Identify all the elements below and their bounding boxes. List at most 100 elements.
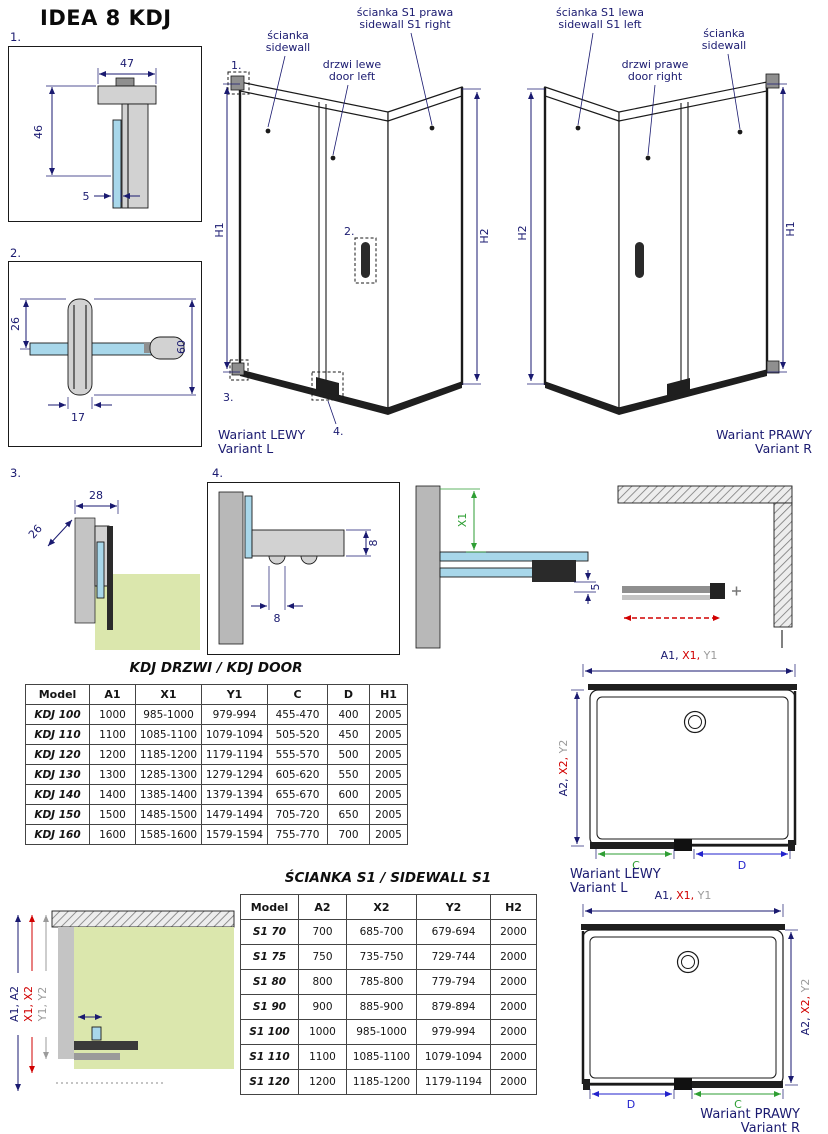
wall [218, 491, 244, 645]
variant-right-caption-2: Variant R [755, 441, 812, 456]
value-cell: 685-700 [346, 919, 417, 945]
bottom-rail [251, 529, 345, 557]
model-cell: S1 100 [240, 1019, 299, 1045]
shower-tray [589, 689, 796, 847]
svg-text:sidewall: sidewall [266, 41, 310, 54]
dim-60: 60 [175, 340, 188, 354]
dim-46: 46 [32, 125, 45, 139]
value-cell: 2000 [490, 1069, 537, 1095]
model-cell: KDJ 100 [25, 704, 90, 725]
glass-edge [91, 1026, 102, 1041]
variant-left-caption-1: Wariant LEWY [218, 427, 306, 442]
dim-5: 5 [589, 584, 602, 591]
glass-panel [244, 495, 253, 559]
leader-labels-right: ścianka S1 lewa sidewall S1 left drzwi p… [556, 6, 746, 161]
door-handle [635, 242, 644, 278]
profile-bar-dark [74, 1041, 138, 1050]
value-cell: 985-1000 [135, 704, 202, 725]
value-cell: 400 [327, 704, 370, 725]
dim-h1: H1 [784, 221, 797, 236]
value-cell: 1400 [89, 784, 136, 805]
wall [415, 485, 441, 649]
detail-2-dimensions: 26 17 60 [9, 298, 196, 424]
iso-variant-right: ścianka S1 lewa sidewall S1 left drzwi p… [516, 6, 812, 456]
value-cell: 779-794 [416, 969, 491, 995]
detail-2-box: 26 17 60 [8, 261, 202, 447]
value-cell: 1000 [89, 704, 136, 725]
variant-left-caption-2: Variant L [218, 441, 273, 456]
value-cell: 979-994 [201, 704, 268, 725]
wall-profile-top [230, 75, 245, 91]
variant-right-caption-1: Wariant PRAWY [716, 427, 812, 442]
axis-dimension-x: X1, X2 [22, 915, 36, 1073]
detail-2-geometry [29, 298, 185, 396]
wall-strip [58, 927, 74, 1059]
drain [676, 950, 700, 974]
tray-left [588, 684, 797, 851]
value-cell: 1285-1300 [135, 764, 202, 785]
axis-label-x1-x2: X1, X2 [22, 986, 35, 1022]
value-cell: 729-744 [416, 944, 491, 970]
value-cell: 2000 [490, 1044, 537, 1070]
col-header: Model [25, 684, 90, 705]
model-cell: S1 80 [240, 969, 299, 995]
value-cell: 755-770 [267, 824, 328, 845]
dim-28: 28 [89, 489, 103, 502]
model-cell: S1 90 [240, 994, 299, 1020]
glass-bar-light [622, 595, 710, 600]
dim-h1: H1 [213, 222, 226, 237]
callout-1: 1. [231, 59, 242, 72]
slider-guide [667, 378, 690, 397]
label-sidewall-s1-right: ścianka S1 prawa [357, 6, 453, 19]
value-cell: 1279-1294 [201, 764, 268, 785]
profile-bar-light [74, 1053, 120, 1060]
value-cell: 455-470 [267, 704, 328, 725]
detail-5-dimensions: X1 5 [440, 488, 602, 604]
detail-4-drawing: 8 8 [218, 491, 380, 645]
cd-dimensions-left: C D [595, 849, 791, 872]
detail-6-geometry [617, 485, 793, 648]
wall-hatched-right [773, 502, 793, 628]
dim-8-bottom: 8 [274, 612, 281, 625]
col-header: D [327, 684, 370, 705]
detail-4-geometry [218, 491, 345, 645]
label-door-left: drzwi lewe [323, 58, 382, 71]
value-cell: 735-750 [346, 944, 417, 970]
wall-hatched [51, 910, 235, 928]
corner-geometry [51, 910, 235, 1084]
axis-label-y1-y2: Y1, Y2 [36, 987, 49, 1022]
value-cell: 500 [327, 744, 370, 765]
value-cell: 1085-1100 [135, 724, 202, 745]
wall-top [581, 924, 785, 930]
value-cell: 1200 [89, 744, 136, 765]
value-cell: 2005 [369, 744, 408, 765]
detail-1-geometry [97, 77, 157, 209]
value-cell: 1385-1400 [135, 784, 202, 805]
value-cell: 885-900 [346, 994, 417, 1020]
dim-label-a1x1y1: A1, X1, Y1 [661, 649, 718, 662]
detail-2-drawing: 26 17 60 [9, 298, 196, 424]
dim-x1: X1 [456, 513, 469, 528]
value-cell: 1300 [89, 764, 136, 785]
value-cell: 2005 [369, 784, 408, 805]
value-cell: 655-670 [267, 784, 328, 805]
detail-1-drawing: 47 46 5 [32, 57, 157, 209]
dim-5: 5 [83, 190, 90, 203]
value-cell: 1000 [298, 1019, 347, 1045]
door-table-title: KDJ DRZWI / KDJ DOOR [129, 660, 303, 676]
model-cell: S1 75 [240, 944, 299, 970]
col-header: X2 [346, 894, 417, 920]
value-cell: 1600 [89, 824, 136, 845]
model-cell: S1 110 [240, 1044, 299, 1070]
value-cell: 1500 [89, 804, 136, 825]
